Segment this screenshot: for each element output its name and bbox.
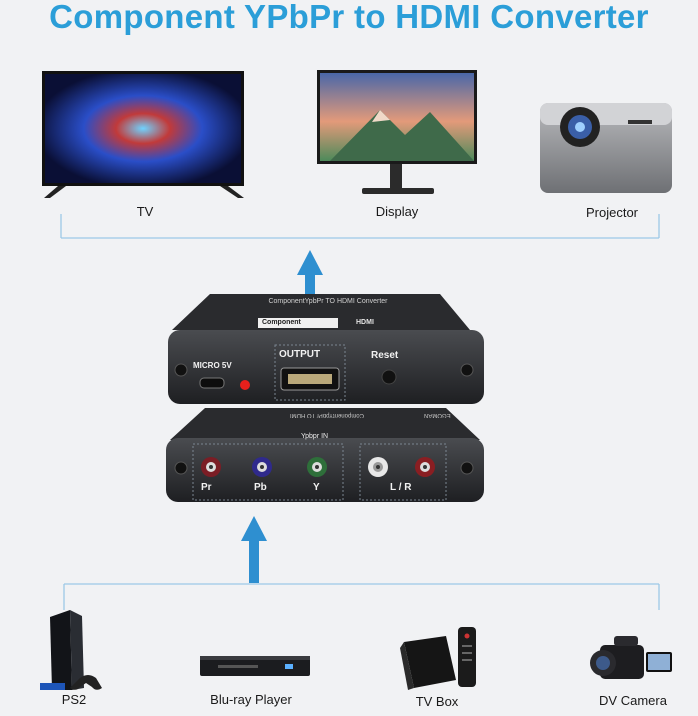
converter-bottom-device [166, 408, 484, 502]
reset-label: Reset [371, 350, 399, 361]
input-label-bluray: Blu-ray Player [210, 692, 292, 707]
output-label-display: Display [375, 204, 419, 219]
camcorder-icon [590, 636, 672, 679]
output-label-projector: Projector [585, 205, 639, 220]
up-arrow-input-icon [241, 516, 267, 583]
device-face-text: ComponentYpbPr TO HDMI Converter [268, 298, 388, 305]
port-label-lr: L / R [390, 482, 412, 493]
rca-pr-port-icon [201, 457, 221, 477]
monitor-icon [317, 70, 477, 194]
rca-l-port-icon [368, 457, 388, 477]
rca-pb-port-icon [252, 457, 272, 477]
input-label-camera: DV Camera [599, 693, 667, 708]
converter-top-device [168, 294, 484, 404]
output-port-label: OUTPUT [279, 349, 321, 360]
port-label-pr: Pr [201, 482, 212, 493]
port-label-y: Y [313, 482, 320, 493]
ypbpr-in-label: Ypbpr IN [301, 433, 329, 440]
tv-box-icon [400, 627, 476, 690]
projector-icon [540, 103, 672, 193]
input-label-ps2: PS2 [61, 692, 87, 707]
brand-label: EGOMAN [424, 412, 451, 418]
device-bottom-face-text: ComponentYpbPr TO HDMI [289, 412, 365, 418]
output-connector-line [60, 214, 660, 239]
output-label-tv: TV [136, 204, 154, 219]
power-led-icon [240, 380, 250, 390]
rca-r-port-icon [415, 457, 435, 477]
ps2-console-icon [40, 610, 102, 690]
input-connector-line [63, 583, 660, 610]
port-label-pb: Pb [254, 482, 267, 493]
arrow-to-label: HDMI [356, 319, 374, 326]
input-label-tvbox: TV Box [415, 694, 459, 709]
arrow-from-label: Component [262, 319, 301, 326]
rca-y-port-icon [307, 457, 327, 477]
micro-5v-label: MICRO 5V [193, 361, 232, 370]
bluray-player-icon [200, 656, 310, 676]
page-title: Component YPbPr to HDMI Converter [49, 0, 649, 35]
tv-icon [42, 71, 244, 198]
